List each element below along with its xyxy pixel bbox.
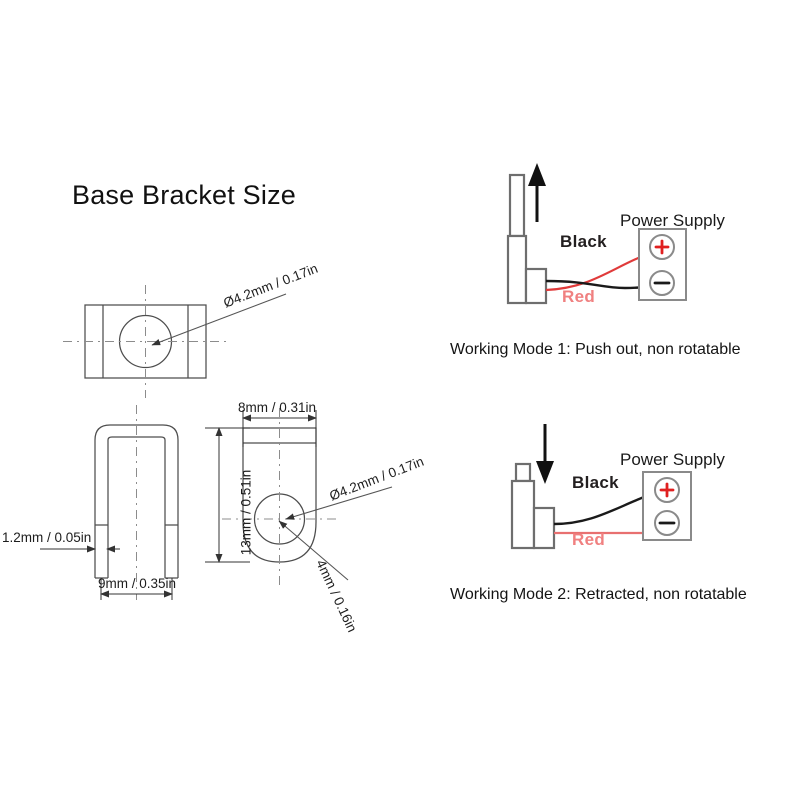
caption-working-mode-2: Working Mode 2: Retracted, non rotatable [450, 586, 747, 603]
dimension-label-thickness: 1.2mm / 0.05in [2, 530, 92, 545]
red-wire-label-mode-2: Red [572, 530, 606, 549]
motion-arrow-up [528, 163, 546, 222]
leader-diameter-mid [285, 486, 393, 520]
black-wire-label-mode-2: Black [572, 473, 619, 492]
power-supply-title-mode-2: Power Supply [620, 450, 725, 469]
page-title: Base Bracket Size [72, 180, 297, 210]
motion-arrow-down [536, 424, 554, 484]
red-wire-label-mode-1: Red [562, 287, 596, 306]
caption-working-mode-1: Working Mode 1: Push out, non rotatable [450, 341, 741, 358]
leader-diameter-top [151, 293, 287, 346]
leader-slot-4mm [278, 520, 349, 581]
dimension-label-width-top: 8mm / 0.31in [238, 400, 317, 415]
power-supply-block-mode-1 [638, 228, 687, 301]
actuator-body-mode-1 [506, 173, 548, 305]
black-wire-label-mode-1: Black [560, 232, 607, 251]
power-supply-block-mode-2 [642, 471, 692, 541]
dimension-label-width-bottom: 9mm / 0.35in [98, 576, 177, 591]
actuator-body-mode-2 [510, 462, 556, 550]
power-supply-title-mode-1: Power Supply [620, 211, 725, 230]
black-wire-mode-1-seg1 [545, 279, 626, 290]
